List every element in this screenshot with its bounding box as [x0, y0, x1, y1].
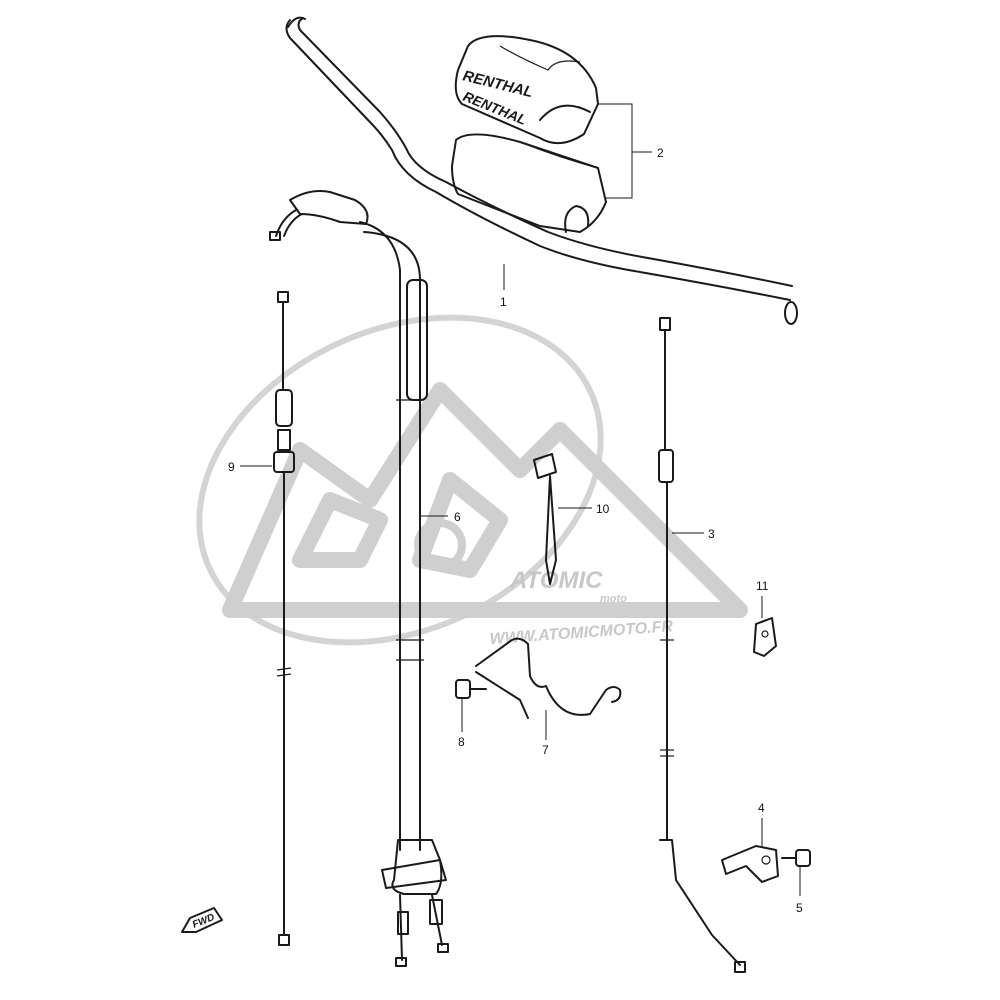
throttle-cable — [269, 190, 449, 967]
clamp-11 — [753, 617, 777, 657]
watermark-url: WWW.ATOMICMOTO.FR — [489, 618, 674, 648]
leader-lines — [240, 103, 801, 896]
watermark-sub: moto — [600, 593, 627, 605]
callout-9: 9 — [228, 460, 235, 474]
clutch-cable — [658, 317, 746, 973]
watermark-brand: ATOMIC — [509, 567, 603, 594]
callout-8: 8 — [458, 735, 465, 749]
callout-1: 1 — [500, 295, 507, 309]
callout-6: 6 — [454, 510, 461, 524]
watermark-logo — [196, 314, 748, 646]
callout-5: 5 — [796, 901, 803, 915]
callout-7: 7 — [542, 743, 549, 757]
bolt-8 — [455, 679, 487, 699]
callout-11: 11 — [756, 579, 769, 593]
hot-start-cable — [273, 291, 295, 946]
cable-band — [533, 453, 557, 585]
holder-4 — [721, 845, 779, 883]
callout-3: 3 — [708, 527, 715, 541]
callout-2: 2 — [657, 146, 664, 160]
callout-4: 4 — [758, 801, 765, 815]
bolt-5 — [781, 849, 811, 867]
fwd-arrow-icon — [181, 907, 223, 933]
bar-pad — [451, 35, 607, 233]
callout-10: 10 — [596, 502, 610, 516]
wire-guide — [475, 637, 622, 719]
handlebar — [285, 16, 798, 325]
